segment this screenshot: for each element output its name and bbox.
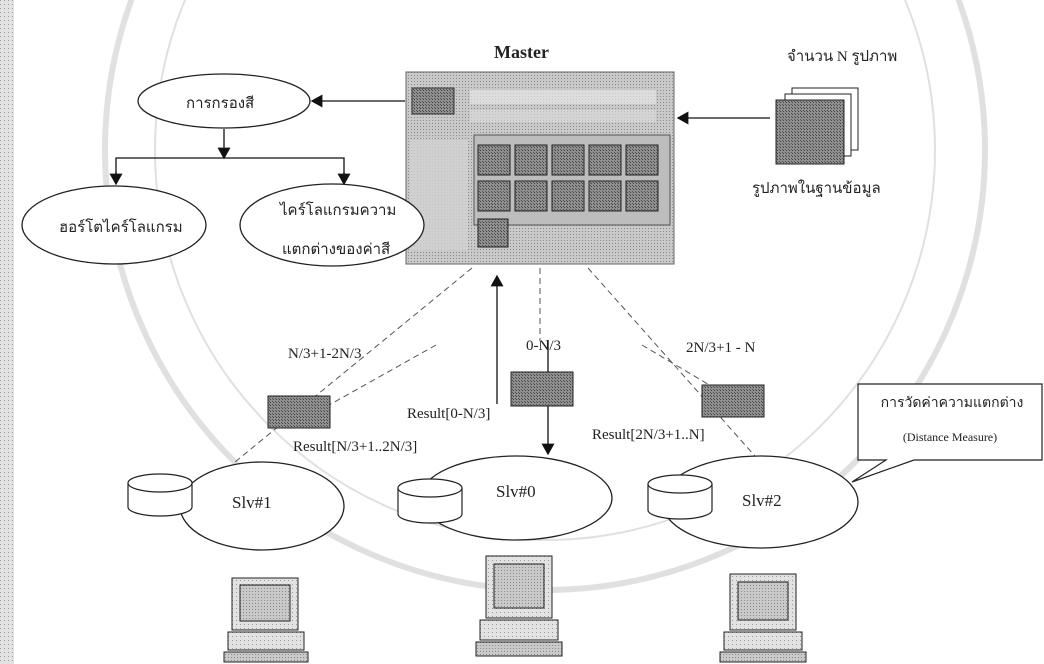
left-dotted-border (0, 0, 14, 664)
callout-line1: การวัดค่าความแตกต่าง (862, 392, 1042, 414)
message-thumbnail-left (268, 396, 330, 428)
slave-1-label: Slv#1 (232, 493, 272, 513)
split-middle-label: 0-N/3 (526, 338, 561, 355)
dashed-link-left (235, 268, 472, 462)
disk-icon-2 (648, 475, 712, 519)
slave-0-label: Slv#0 (496, 482, 536, 502)
histogram-diff-label-line2: แตกต่างของค่าสี (282, 237, 390, 261)
split-right-label: 2N/3+1 - N (686, 340, 755, 357)
callout-line2: (Distance Measure) (862, 430, 1038, 445)
database-image-stack (776, 88, 858, 164)
histogram-label: ฮอร์โตไคร์โลแกรม (59, 215, 183, 239)
result-left-label: Result[N/3+1..2N/3] (293, 439, 417, 456)
computer-icon-0 (476, 556, 562, 656)
slave-2-label: Slv#2 (742, 491, 782, 511)
filter-branch (116, 158, 344, 180)
db-count-label: จำนวน N รูปภาพ (787, 44, 897, 68)
disk-icon-0 (398, 479, 462, 523)
computer-icon-1 (224, 578, 308, 662)
message-thumbnail-right (702, 385, 764, 417)
result-right-label: Result[2N/3+1..N] (592, 427, 705, 444)
db-images-label: รูปภาพในฐานข้อมูล (752, 176, 881, 200)
computer-icon-2 (720, 574, 806, 662)
histogram-diff-label-line1: ไคร์โลแกรมความ (280, 198, 396, 222)
split-left-label: N/3+1-2N/3 (288, 346, 361, 363)
message-thumbnail-center (511, 372, 573, 406)
result-middle-label: Result[0-N/3] (407, 406, 490, 423)
master-panel (406, 72, 674, 264)
disk-icon-1 (128, 474, 192, 516)
master-title: Master (494, 42, 549, 63)
color-filter-label: การกรองสี (186, 91, 254, 115)
